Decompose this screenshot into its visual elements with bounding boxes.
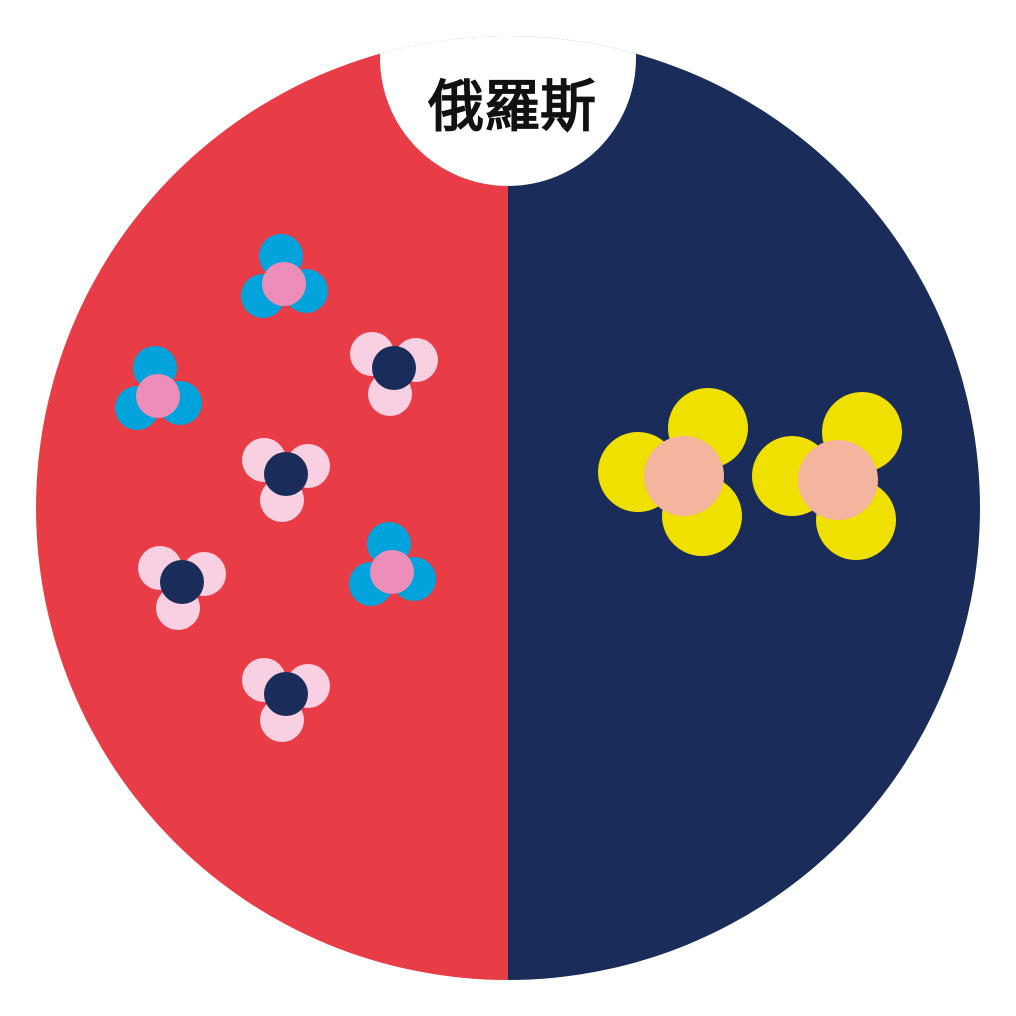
cluster-center: [372, 346, 416, 390]
pink-navy-cluster: [350, 332, 438, 416]
cluster-center: [264, 672, 308, 716]
pink-navy-cluster: [242, 658, 330, 742]
cluster-center: [370, 550, 414, 594]
cluster-center: [262, 262, 306, 306]
title-cap: [380, 36, 636, 186]
cluster-center: [644, 436, 724, 516]
blue-pink-cluster: [241, 234, 328, 318]
cluster-center: [264, 452, 308, 496]
left-clusters: [115, 234, 438, 742]
pink-navy-cluster: [138, 546, 226, 630]
cluster-center: [136, 374, 180, 418]
pink-navy-cluster: [242, 438, 330, 522]
right-clusters: [598, 388, 902, 560]
yellow-peach-cluster: [752, 392, 902, 560]
title-text: 俄羅斯: [427, 74, 596, 140]
cluster-center: [160, 560, 204, 604]
yellow-peach-cluster: [598, 388, 748, 556]
blue-pink-cluster: [349, 522, 436, 606]
cluster-center: [798, 440, 878, 520]
blue-pink-cluster: [115, 346, 202, 430]
